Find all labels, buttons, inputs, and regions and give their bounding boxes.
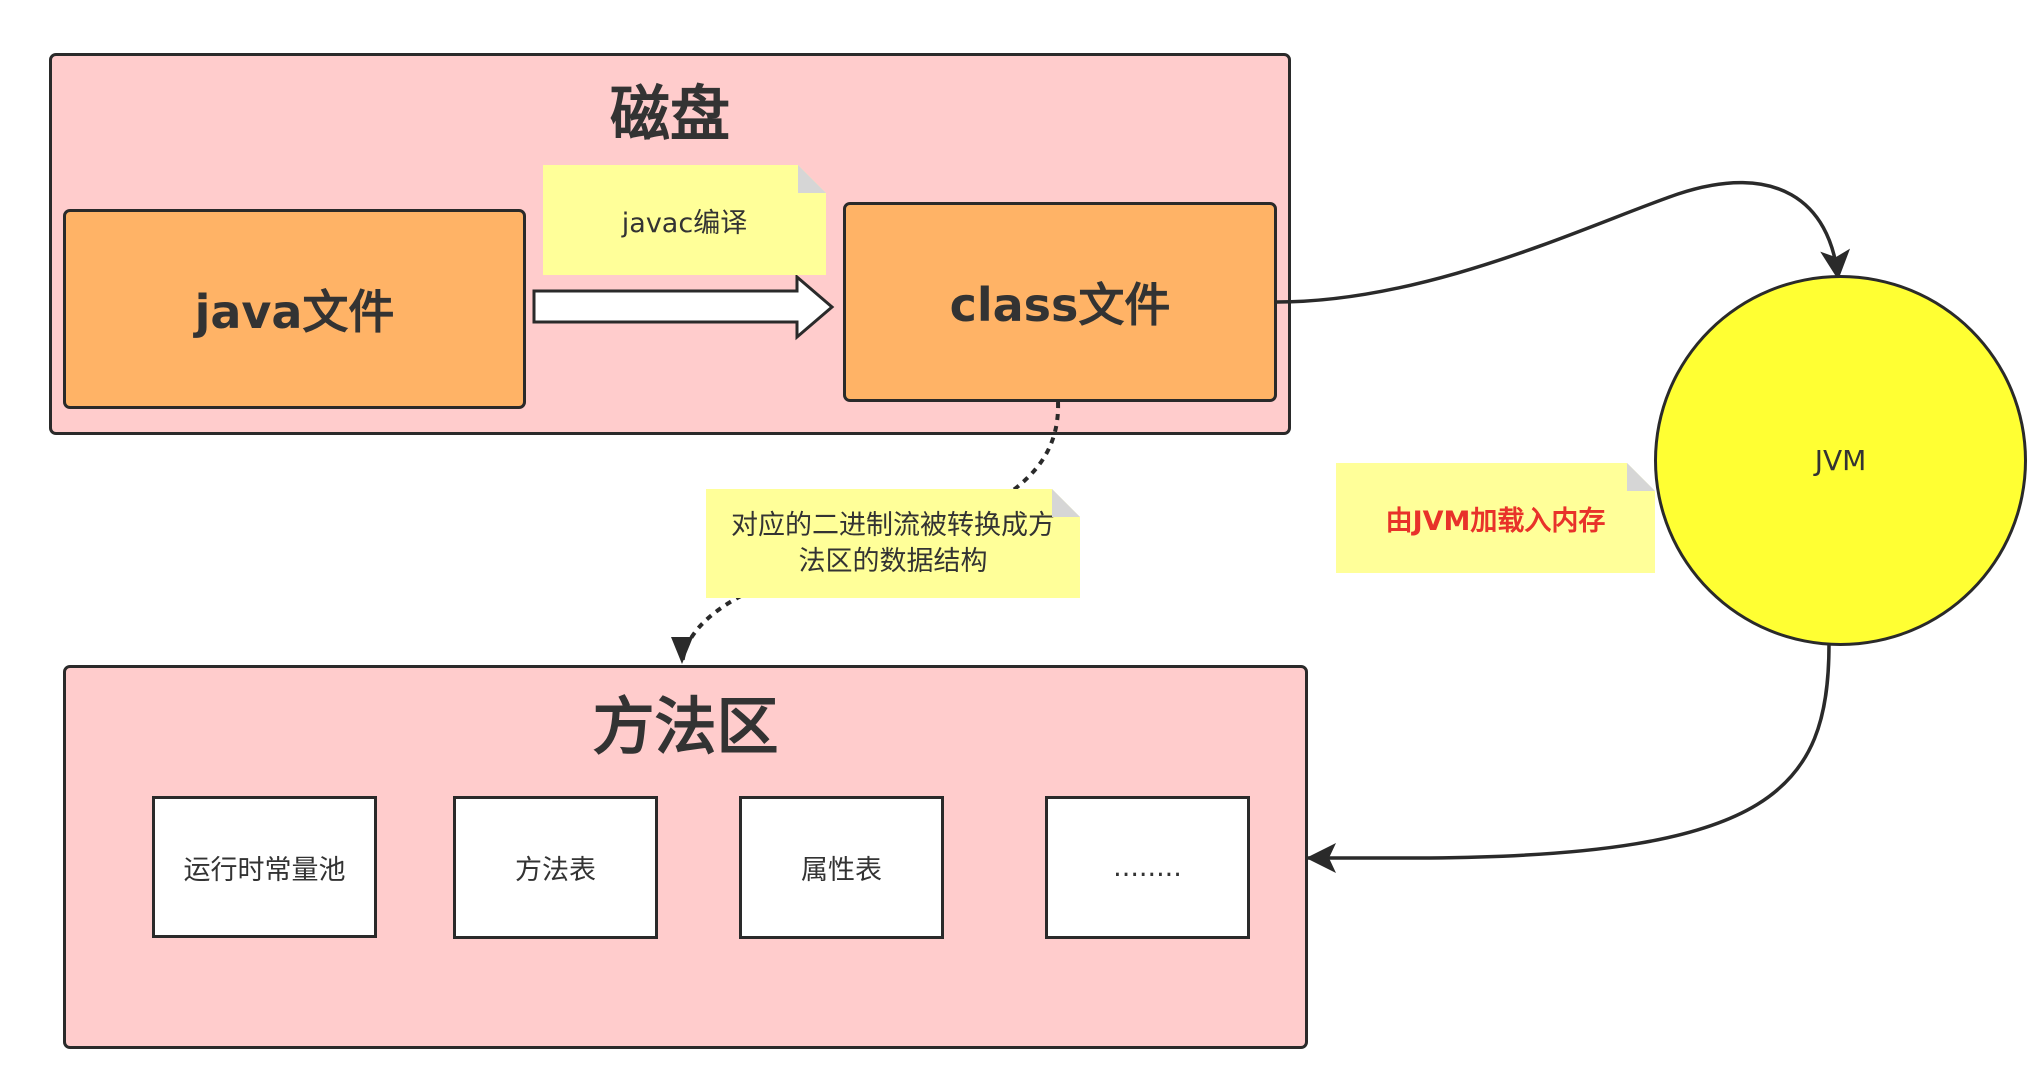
compile-block-arrow [532,273,835,341]
jvm-circle: JVM [1654,275,2027,646]
class-file-label: class文件 [949,278,1171,332]
java-file-box: java文件 [63,209,526,409]
method-area-item-label: ........ [1113,852,1182,883]
convert-note: 对应的二进制流被转换成方 法区的数据结构 [706,489,1080,598]
method-area-item-label: 属性表 [801,855,882,886]
java-file-label: java文件 [194,285,395,339]
method-area-item-method-table: 方法表 [453,796,658,939]
load-note-text: 由JVM加载入内存 [1385,505,1606,537]
convert-note-line2: 法区的数据结构 [798,545,988,577]
load-note: 由JVM加载入内存 [1336,463,1655,573]
compile-note: javac编译 [543,165,826,275]
method-area-item-label: 方法表 [515,855,596,886]
load-connector [1276,180,1851,304]
method-area-item-attribute-table: 属性表 [739,796,944,939]
convert-note-line1: 对应的二进制流被转换成方 [731,509,1055,541]
convert-arrowhead [671,637,693,664]
method-area-item-label: 运行时常量池 [183,854,346,886]
compile-note-text: javac编译 [621,207,748,239]
method-area-item-runtime-constant-pool: 运行时常量池 [152,796,377,938]
class-file-box: class文件 [843,202,1277,402]
convert-connector [680,401,1061,666]
disk-title: 磁盘 [610,80,730,150]
return-connector [1306,643,1831,873]
method-area-item-more: ........ [1045,796,1250,939]
jvm-label: JVM [1814,444,1867,477]
method-area-title: 方法区 [592,690,779,763]
